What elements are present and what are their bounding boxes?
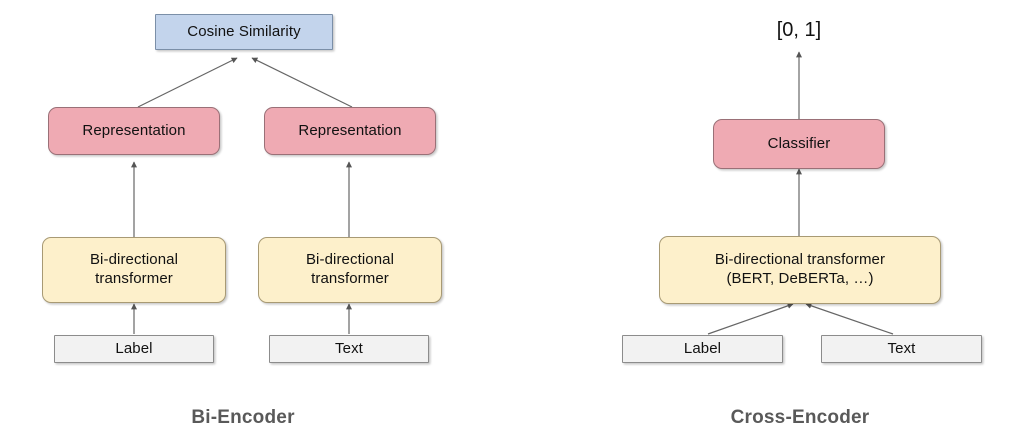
edge-right-representation-to-cosine xyxy=(251,57,353,108)
cross-encoder-transformer-label-line1: Bi-directional transformer xyxy=(714,251,886,269)
bi-encoder-text-input-box[interactable]: Text xyxy=(269,335,429,363)
bi-encoder-caption-text: Bi-Encoder xyxy=(191,407,295,428)
edge-cross-text-to-transformer xyxy=(805,302,894,335)
cross-encoder-transformer-label-line2: (BERT, DeBERTa, …) xyxy=(726,270,874,287)
bi-encoder-label-input-box[interactable]: Label xyxy=(54,335,214,363)
right-representation-label: Representation xyxy=(298,121,402,139)
right-transformer-label-line1: Bi-directional xyxy=(305,251,395,269)
right-transformer-label-line2: transformer xyxy=(311,270,389,287)
cross-encoder-transformer-box[interactable]: Bi-directional transformer (BERT, DeBERT… xyxy=(659,236,941,304)
left-representation-box[interactable]: Representation xyxy=(48,107,220,155)
cross-encoder-text-input-text: Text xyxy=(887,339,916,357)
classifier-box[interactable]: Classifier xyxy=(713,119,885,169)
bi-encoder-text-input-text: Text xyxy=(335,339,363,357)
left-representation-label: Representation xyxy=(82,121,186,139)
cross-encoder-label-input-box[interactable]: Label xyxy=(622,335,783,363)
cross-encoder-output-range-label: [0, 1] xyxy=(739,14,859,46)
edge-left-representation-to-cosine xyxy=(137,57,238,108)
right-representation-box[interactable]: Representation xyxy=(264,107,436,155)
cross-encoder-output-range-text: [0, 1] xyxy=(776,18,822,41)
cross-encoder-caption: Cross-Encoder xyxy=(690,405,910,431)
edge-cross-label-to-transformer xyxy=(707,302,794,335)
cross-encoder-text-input-box[interactable]: Text xyxy=(821,335,982,363)
left-transformer-box[interactable]: Bi-directional transformer xyxy=(42,237,226,303)
cosine-similarity-box[interactable]: Cosine Similarity xyxy=(155,14,333,50)
left-transformer-label-line1: Bi-directional xyxy=(89,251,179,269)
cross-encoder-caption-text: Cross-Encoder xyxy=(730,407,870,428)
bi-encoder-label-input-text: Label xyxy=(115,339,153,357)
bi-encoder-caption: Bi-Encoder xyxy=(138,405,348,431)
cross-encoder-label-input-text: Label xyxy=(683,339,722,357)
classifier-label: Classifier xyxy=(767,134,831,152)
cosine-similarity-label: Cosine Similarity xyxy=(187,22,301,40)
left-transformer-label-line2: transformer xyxy=(95,270,173,287)
right-transformer-box[interactable]: Bi-directional transformer xyxy=(258,237,442,303)
